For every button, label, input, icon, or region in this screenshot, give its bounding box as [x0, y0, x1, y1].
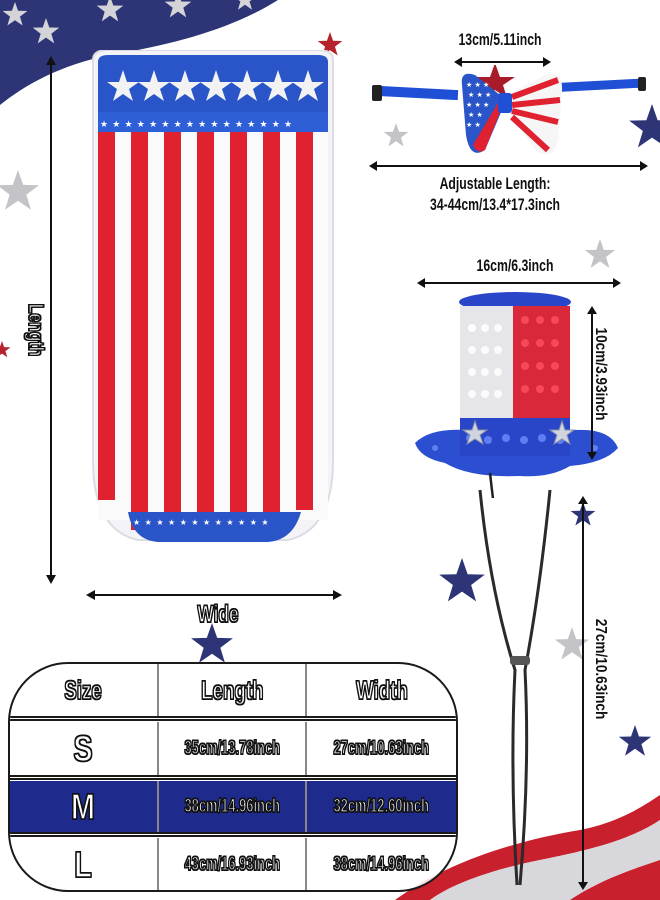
- svg-text:★★★★★★★★★★★★: ★★★★★★★★★★★★: [133, 518, 273, 527]
- svg-text:★ ★ ★: ★ ★ ★: [466, 81, 489, 89]
- bowtie-width-label: 13cm/5.11inch: [458, 30, 542, 49]
- svg-text:★ ★ ★: ★ ★ ★: [468, 91, 491, 99]
- adjustable-length-title: Adjustable Length:: [439, 174, 551, 193]
- bowtie-image: ★ ★ ★ ★ ★ ★ ★ ★ ★ ★ ★ ★ ★: [372, 65, 646, 155]
- strap-arrow-top: [578, 496, 588, 504]
- strap-arrow-bottom: [578, 882, 588, 890]
- top-hat-image: [415, 292, 618, 498]
- width-arrow-head-right: [333, 590, 342, 600]
- hat-width-line: [420, 282, 615, 284]
- length-cell: 35cm/13.78inch: [159, 722, 308, 776]
- hat-width-label: 16cm/6.3inch: [476, 256, 554, 275]
- size-row-m: M 38cm/14.96inch 32cm/12.60inch: [10, 781, 456, 833]
- size-cell: L: [10, 838, 159, 890]
- svg-text:★★★★★★★★★★★★★★★★: ★★★★★★★★★★★★★★★★: [100, 120, 296, 130]
- svg-text:★ ★: ★ ★: [468, 111, 483, 119]
- hat-strap-image: [478, 489, 552, 886]
- bowtie-arrow-left: [454, 57, 462, 67]
- strap-length-line: [582, 500, 584, 885]
- svg-text:★ ★ ★: ★ ★ ★: [466, 101, 489, 109]
- header-cell-length: Length: [159, 664, 308, 717]
- length-dimension-line: [50, 60, 52, 578]
- adjustable-length-line: [372, 165, 642, 167]
- width-cell: 27cm/10.63inch: [333, 737, 430, 760]
- svg-text:★ ★: ★ ★: [466, 121, 481, 129]
- hat-width-arrow-left: [417, 278, 425, 288]
- hat-height-arrow-top: [587, 306, 597, 314]
- size-cell: S: [10, 722, 159, 776]
- size-cell: M: [10, 781, 159, 833]
- hat-height-label: 10cm/3.93inch: [592, 327, 609, 421]
- header-cell-width: Width: [355, 674, 408, 706]
- size-chart-table: Size Length Width S 35cm/13.78inch 27cm/…: [8, 662, 458, 892]
- bowtie-width-line: [457, 61, 545, 63]
- width-dimension-line: [90, 594, 335, 596]
- width-arrow-head-left: [86, 590, 95, 600]
- strap-length-label: 27cm/10.63inch: [592, 618, 609, 720]
- length-arrow-head-bottom: [46, 575, 56, 584]
- hat-width-arrow-right: [613, 278, 621, 288]
- adjustable-length-value: 34-44cm/13.4*17.3inch: [430, 195, 560, 214]
- length-cell: 38cm/14.96inch: [159, 781, 308, 833]
- row-divider: [10, 716, 456, 721]
- adjustable-arrow-left: [369, 161, 377, 171]
- row-divider: [10, 832, 456, 837]
- header-cell-size: Size: [10, 664, 159, 717]
- length-arrow-head-top: [46, 56, 56, 65]
- size-row-l: L 43cm/16.93inch 38cm/14.96inch: [10, 838, 456, 890]
- size-row-s: S 35cm/13.78inch 27cm/10.63inch: [10, 722, 456, 776]
- cape-width-label: Wide: [197, 600, 239, 629]
- width-cell: 38cm/14.96inch: [333, 853, 430, 876]
- bowtie-arrow-right: [543, 57, 551, 67]
- row-divider: [10, 775, 456, 780]
- hat-height-line: [591, 310, 593, 455]
- hat-height-arrow-bottom: [587, 452, 597, 460]
- flag-cape-image: ★★★★★★★★★★★★★★★★ ★★★★★★★★★★★★: [92, 50, 334, 542]
- size-chart-header-row: Size Length Width: [10, 664, 456, 717]
- cape-length-label: Length: [23, 303, 47, 357]
- width-cell: 32cm/12.60inch: [333, 795, 430, 818]
- adjustable-arrow-right: [640, 161, 648, 171]
- length-cell: 43cm/16.93inch: [159, 838, 308, 890]
